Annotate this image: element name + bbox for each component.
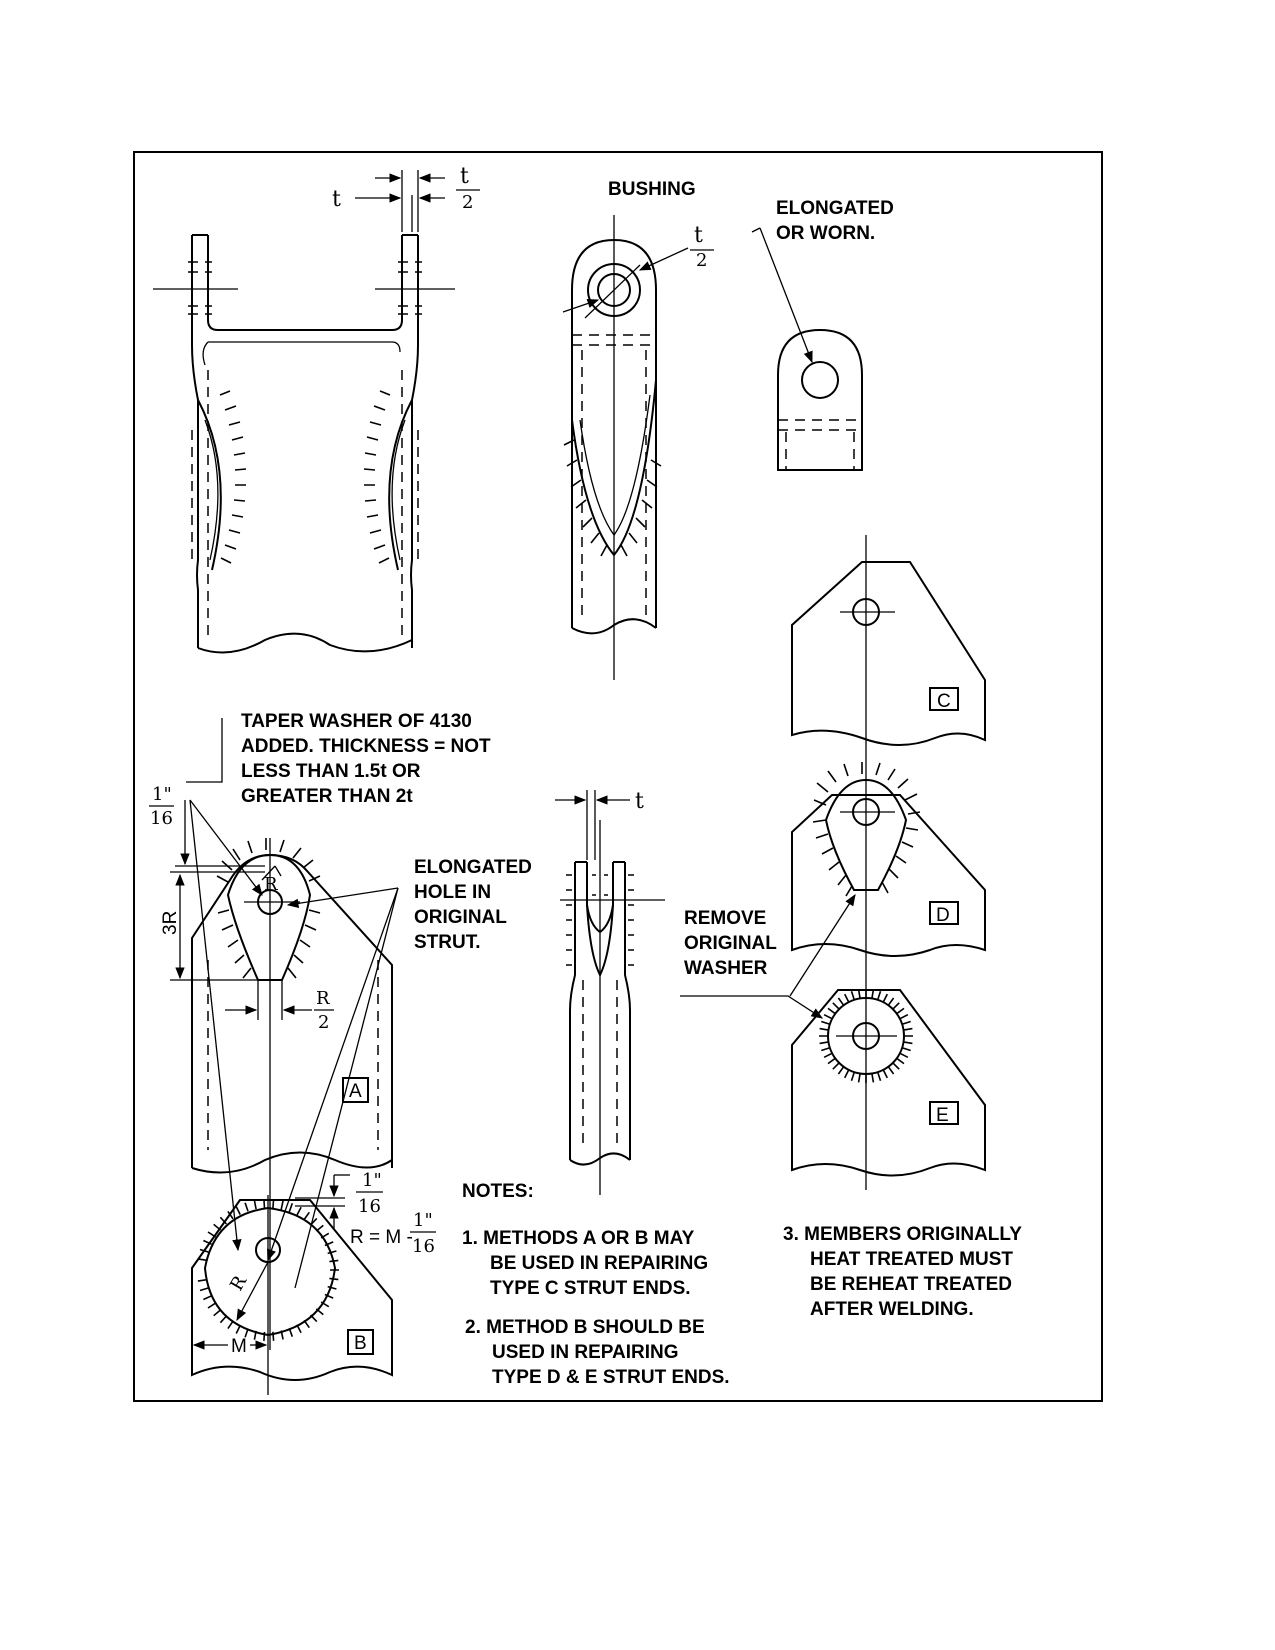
dim-t2-top-den: 2 [462, 192, 473, 213]
label-taper-3: LESS THAN 1.5t OR [241, 761, 421, 782]
label-taper-2: ADDED. THICKNESS = NOT [241, 736, 491, 757]
box-d: D [936, 905, 950, 926]
box-b: B [354, 1333, 367, 1354]
method-b-drawing: R M 1" 16 R = M - 1" 16 B [191, 1170, 436, 1395]
dim-3r: 3R [160, 911, 181, 935]
dim-1-16-b-den: 16 [358, 1196, 381, 1217]
fork-strut-drawing: t t 2 [153, 164, 480, 654]
label-taper-4: GREATER THAN 2t [241, 786, 413, 807]
dim-r-b: R [226, 1272, 251, 1295]
dim-r-eq-den: 16 [412, 1236, 435, 1257]
dim-r2-den: 2 [318, 1012, 329, 1033]
notes-heading: NOTES: [462, 1181, 534, 1202]
label-hole-3: ORIGINAL [414, 907, 507, 928]
label-bushing: BUSHING [608, 179, 696, 200]
note-3-line-3: BE REHEAT TREATED [810, 1274, 1012, 1295]
note-2-line-1: 2. METHOD B SHOULD BE [465, 1317, 705, 1338]
worn-lug-drawing: ELONGATED OR WORN. [751, 198, 894, 471]
dim-1-16-b-num: 1" [362, 1170, 382, 1191]
box-e: E [936, 1105, 949, 1126]
lug-e-weld-ticks [819, 989, 913, 1083]
notes: NOTES: 1. METHODS A OR B MAY BE USED IN … [462, 1181, 1022, 1388]
dim-t-top: t [332, 187, 341, 212]
method-b-weld-ticks [197, 1199, 339, 1341]
label-remove-2: ORIGINAL [684, 933, 777, 954]
dim-t2-bushing-num: t [694, 223, 703, 248]
note-2-line-3: TYPE D & E STRUT ENDS. [492, 1367, 730, 1388]
dim-t2-top-num: t [460, 164, 469, 189]
label-elongated-worn-2: OR WORN. [776, 223, 875, 244]
label-remove-3: WASHER [684, 958, 768, 979]
note-1-line-3: TYPE C STRUT ENDS. [490, 1278, 691, 1299]
box-c: C [937, 691, 951, 712]
bushing-strut-drawing: BUSHING t 2 [562, 179, 714, 680]
slotted-strut-drawing: t [555, 789, 665, 1195]
remove-washer-callout: REMOVE ORIGINAL WASHER [680, 894, 856, 1019]
note-3-line-2: HEAT TREATED MUST [810, 1249, 1013, 1270]
dim-1-16-a-den: 16 [150, 808, 173, 829]
label-hole-4: STRUT. [414, 932, 481, 953]
label-hole-1: ELONGATED [414, 857, 532, 878]
dim-r-a: R [264, 874, 278, 895]
note-3-line-4: AFTER WELDING. [810, 1299, 974, 1320]
label-taper-1: TAPER WASHER OF 4130 [241, 711, 472, 732]
lug-d-drawing: D [791, 760, 986, 980]
label-remove-1: REMOVE [684, 908, 766, 929]
box-a: A [349, 1081, 362, 1102]
note-2-line-2: USED IN REPAIRING [492, 1342, 679, 1363]
label-elongated-worn-1: ELONGATED [776, 198, 894, 219]
dim-t2-bushing-den: 2 [696, 250, 707, 271]
dim-m: M [231, 1336, 247, 1357]
lug-c-drawing: C [791, 535, 986, 760]
method-a-drawing: TAPER WASHER OF 4130 ADDED. THICKNESS = … [149, 711, 532, 1350]
dim-t-slot: t [635, 789, 644, 814]
note-3-line-1: 3. MEMBERS ORIGINALLY [783, 1224, 1022, 1245]
label-hole-2: HOLE IN [414, 882, 491, 903]
note-1-line-2: BE USED IN REPAIRING [490, 1253, 708, 1274]
note-1-line-1: 1. METHODS A OR B MAY [462, 1228, 695, 1249]
lug-e-drawing: E [791, 980, 986, 1190]
dim-1-16-a-num: 1" [152, 784, 172, 805]
dim-r2-num: R [316, 988, 330, 1009]
figure-frame [133, 151, 1103, 1402]
dim-r-eq: R = M - [350, 1227, 413, 1248]
dim-r-eq-num: 1" [413, 1210, 433, 1231]
